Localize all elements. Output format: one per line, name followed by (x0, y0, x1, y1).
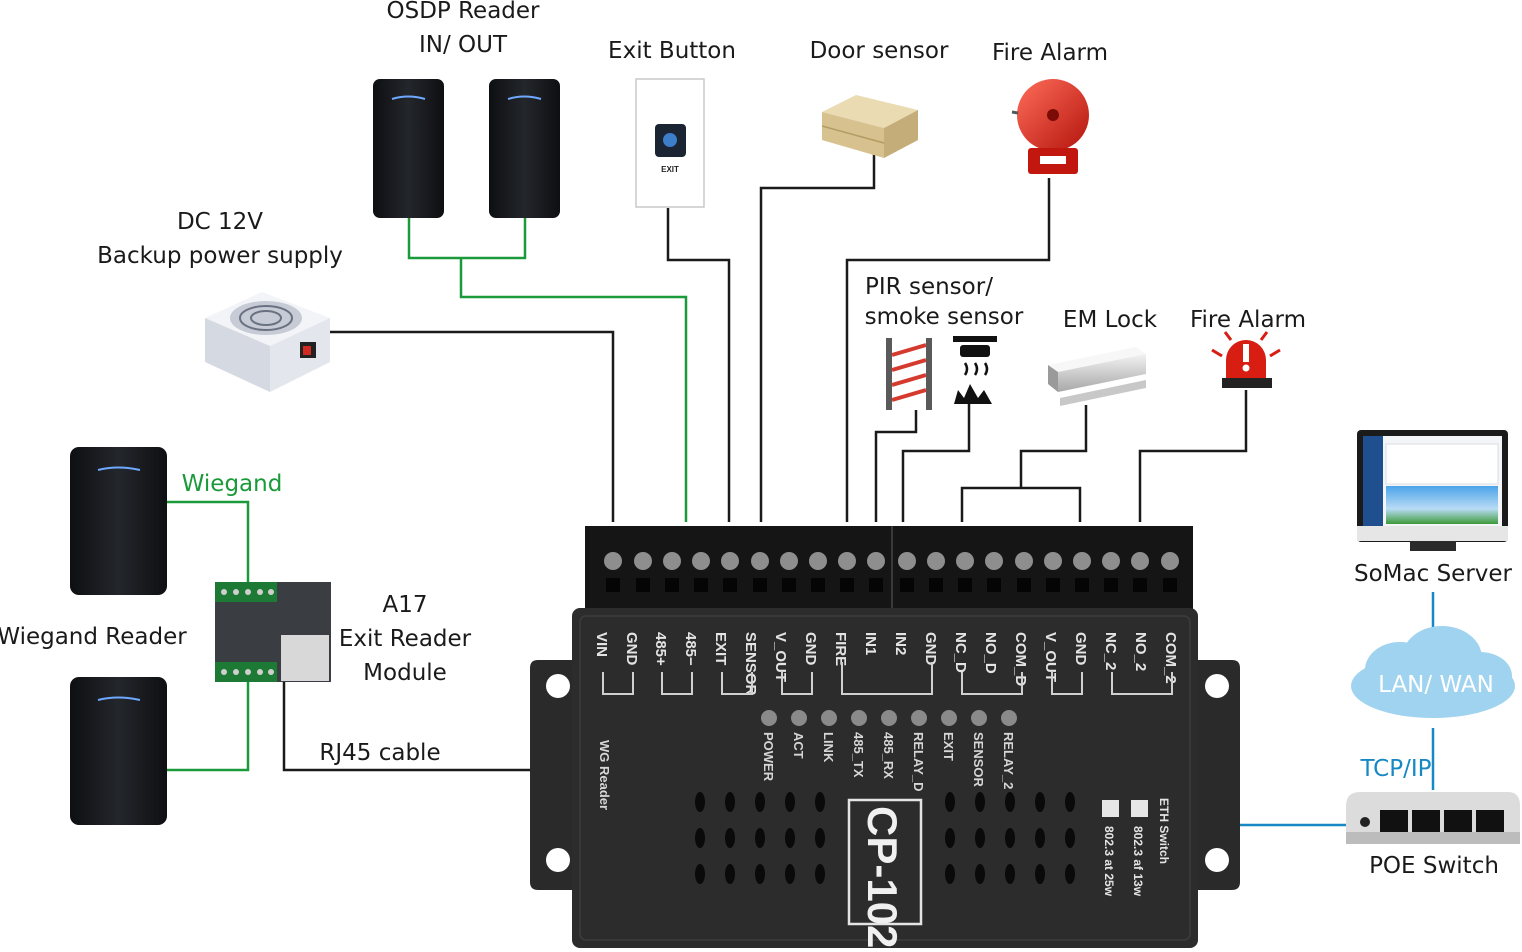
monitor-icon (1357, 430, 1508, 551)
fire-alarm-right-label: Fire Alarm (1190, 307, 1306, 333)
wiegand-reader-top (70, 447, 167, 595)
reader-icon (70, 447, 167, 595)
reader-icon (489, 79, 560, 218)
wiegand-label: Wiegand (182, 471, 283, 497)
terminal-labels: VIN GND 485+ 485− EXIT SENSOR V_OUT GND … (593, 632, 1179, 696)
terminal-label: VIN (593, 632, 610, 657)
osdp-reader-in (373, 79, 444, 218)
terminal-brackets (602, 662, 1173, 695)
terminal-label: GND (922, 632, 939, 666)
terminal-label: IN1 (862, 632, 879, 655)
terminal-screws (604, 552, 1179, 592)
terminal-label: V_OUT (1042, 632, 1059, 682)
lan-wan-label: LAN/ WAN (1378, 672, 1494, 698)
somac-server-label: SoMac Server (1354, 561, 1513, 587)
poe-af-label: 802.3 af 13w (1131, 826, 1145, 897)
terminal-label: V_OUT (772, 632, 789, 682)
terminal-label: GND (1072, 632, 1089, 666)
terminal-label: COM_2 (1162, 632, 1179, 684)
smoke-sensor-icon (953, 336, 997, 404)
dc-power-label-2: Backup power supply (97, 243, 343, 269)
power-supply-icon (205, 292, 330, 392)
terminal-label: COM_D (1012, 632, 1029, 686)
a17-module-icon (215, 582, 331, 682)
poe-switch-icon (1346, 792, 1520, 844)
a17-label-2: Exit Reader (339, 626, 472, 652)
em-lock-label: EM Lock (1063, 307, 1158, 333)
cp-102-controller: VIN GND 485+ 485− EXIT SENSOR V_OUT GND … (530, 526, 1240, 948)
cloud-icon: LAN/ WAN (1351, 626, 1515, 718)
terminal-label: 485− (682, 632, 699, 666)
terminal-label: NC_2 (1102, 632, 1119, 670)
led-label: RELAY_D (911, 732, 926, 791)
osdp-reader-label: OSDP Reader (387, 0, 541, 24)
led-label: 485_RX (881, 732, 896, 779)
smoke-sensor-label: smoke sensor (865, 304, 1024, 330)
exit-button-text: EXIT (661, 165, 679, 174)
wires (166, 145, 1435, 827)
eth-switch-label: ETH Switch (1157, 798, 1171, 864)
terminal-label: NC_D (952, 632, 969, 673)
terminal-label: NO_D (982, 632, 999, 674)
reader-icon (70, 677, 167, 825)
led-label: EXIT (941, 732, 956, 761)
a17-label: A17 (382, 592, 427, 618)
osdp-reader-label-2: IN/ OUT (419, 32, 508, 58)
wiegand-reader-label: Wiegand Reader (0, 624, 187, 650)
status-leds: POWER ACT LINK 485_TX 485_RX RELAY_D EXI… (761, 710, 1017, 791)
reader-icon (373, 79, 444, 218)
osdp-reader-out (489, 79, 560, 218)
terminal-label: GND (802, 632, 819, 666)
led-label: ACT (791, 732, 806, 759)
vent-holes (695, 792, 1075, 884)
terminal-label: EXIT (712, 632, 729, 665)
wg-reader-port-label: WG Reader (597, 740, 612, 810)
rj45-label: RJ45 cable (319, 740, 440, 766)
led-label: 485_TX (851, 732, 866, 778)
terminal-label: GND (623, 632, 640, 666)
wiegand-reader-bottom (70, 677, 167, 825)
dc-power-label: DC 12V (177, 209, 263, 235)
poe-switch-label: POE Switch (1369, 853, 1499, 879)
a17-label-3: Module (363, 660, 447, 686)
exit-button-icon: EXIT (635, 78, 705, 208)
poe-at-label: 802.3 at 25w (1102, 826, 1116, 897)
fire-alarm-top-label: Fire Alarm (992, 40, 1108, 66)
terminal-label: IN2 (892, 632, 909, 655)
terminal-label: FIRE (832, 632, 849, 666)
exit-button-label: Exit Button (608, 38, 736, 64)
alarm-beacon-icon (1211, 331, 1281, 388)
em-lock-icon (1048, 347, 1146, 406)
led-label: LINK (821, 732, 836, 763)
terminal-label: NO_2 (1132, 632, 1149, 671)
door-sensor-icon (821, 95, 918, 158)
led-label: SENSOR (971, 732, 986, 788)
terminal-label: SENSOR (742, 632, 759, 696)
terminal-label: 485+ (652, 632, 669, 666)
door-sensor-label: Door sensor (810, 38, 949, 64)
tcpip-label: TCP/IP (1359, 756, 1431, 782)
fire-bell-icon (1011, 79, 1089, 174)
pir-sensor-icon (886, 338, 932, 410)
model-label: CP-102 (859, 806, 906, 948)
led-label: RELAY_2 (1001, 732, 1016, 789)
pir-sensor-label: PIR sensor/ (865, 274, 993, 300)
led-label: POWER (761, 732, 776, 782)
